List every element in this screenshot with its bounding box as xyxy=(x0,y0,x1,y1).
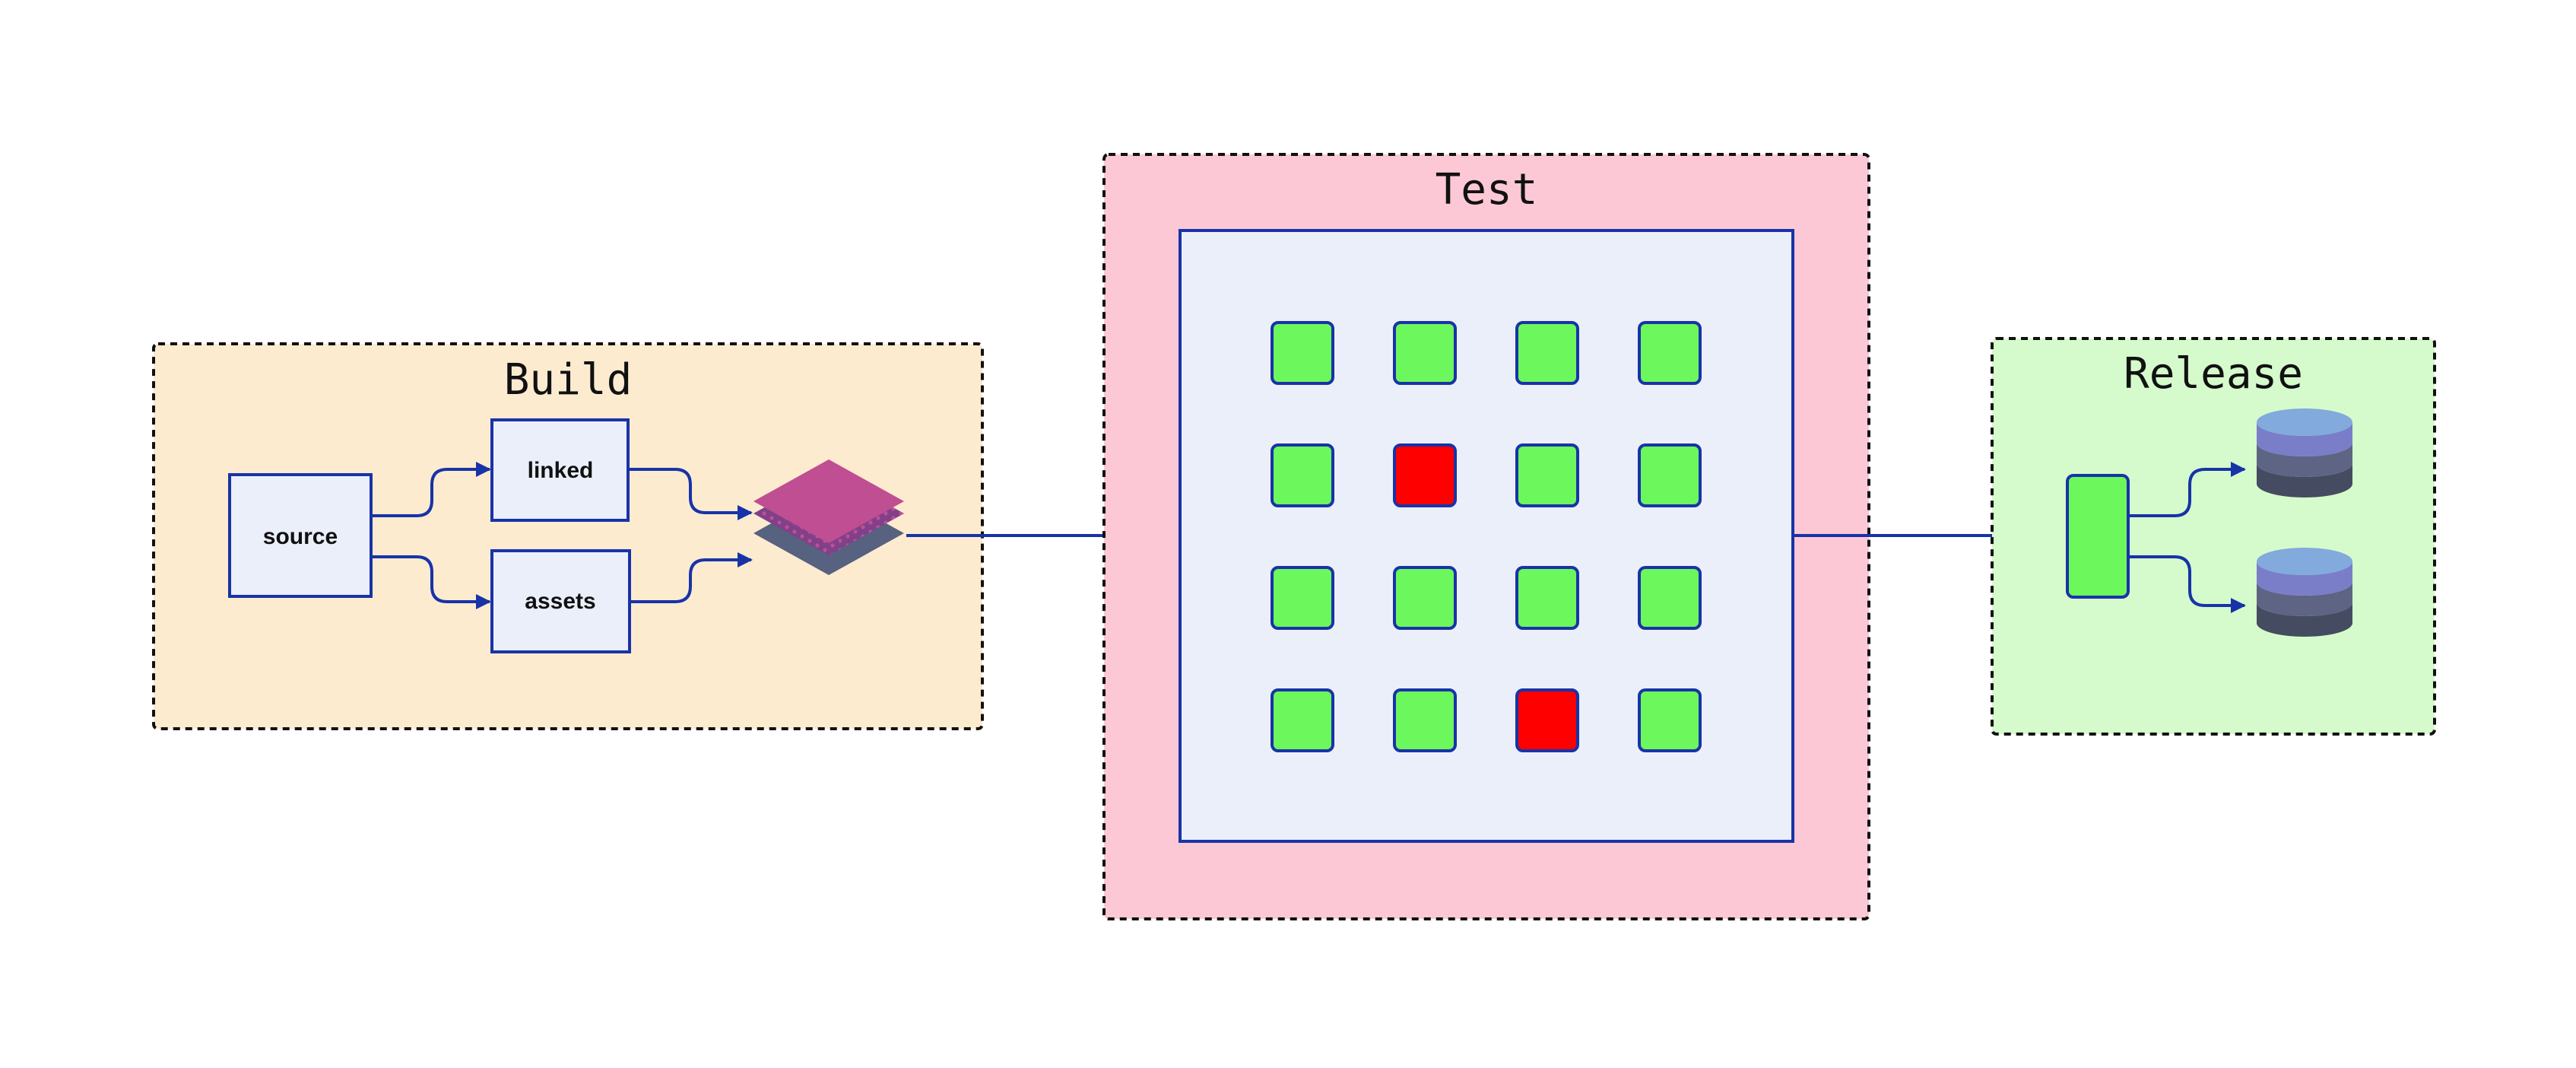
database-icon xyxy=(2257,548,2352,637)
test-result-pass xyxy=(1638,688,1702,752)
test-result-pass xyxy=(1271,566,1334,630)
test-result-pass xyxy=(1393,321,1457,385)
release-stage-title: Release xyxy=(2124,349,2303,399)
test-result-pass xyxy=(1393,566,1457,630)
linked-node: linked xyxy=(490,418,630,522)
source-label: source xyxy=(263,524,338,549)
test-result-fail xyxy=(1515,688,1579,752)
test-result-pass xyxy=(1271,443,1334,507)
test-result-pass xyxy=(1515,566,1579,630)
test-result-fail xyxy=(1393,443,1457,507)
test-grid-panel xyxy=(1179,229,1794,843)
database-icon xyxy=(2257,408,2352,497)
release-stage: Release xyxy=(1991,337,2436,736)
edge-source-to-linked xyxy=(371,462,491,517)
test-result-pass xyxy=(1638,566,1702,630)
test-result-pass xyxy=(1515,321,1579,385)
edge-deploy-to-db1 xyxy=(2128,462,2246,517)
linked-label: linked xyxy=(528,458,594,483)
edge-deploy-to-db2 xyxy=(2128,555,2246,613)
source-node: source xyxy=(228,473,373,598)
test-result-pass xyxy=(1638,443,1702,507)
deploy-node xyxy=(2066,474,2130,599)
layers-icon xyxy=(753,459,904,575)
assets-label: assets xyxy=(525,589,595,614)
test-result-grid xyxy=(1271,321,1702,752)
build-stage: Build source linked assets xyxy=(152,342,984,730)
assets-node: assets xyxy=(490,549,631,653)
test-result-pass xyxy=(1638,321,1702,385)
test-stage: Test xyxy=(1102,153,1870,920)
test-result-pass xyxy=(1515,443,1579,507)
edge-source-to-assets xyxy=(371,555,491,609)
test-result-pass xyxy=(1393,688,1457,752)
test-result-pass xyxy=(1271,688,1334,752)
test-stage-title: Test xyxy=(1436,165,1538,215)
edge-linked-to-artifact xyxy=(630,468,753,520)
build-stage-title: Build xyxy=(504,355,633,405)
edge-assets-to-artifact xyxy=(631,552,753,603)
test-result-pass xyxy=(1271,321,1334,385)
